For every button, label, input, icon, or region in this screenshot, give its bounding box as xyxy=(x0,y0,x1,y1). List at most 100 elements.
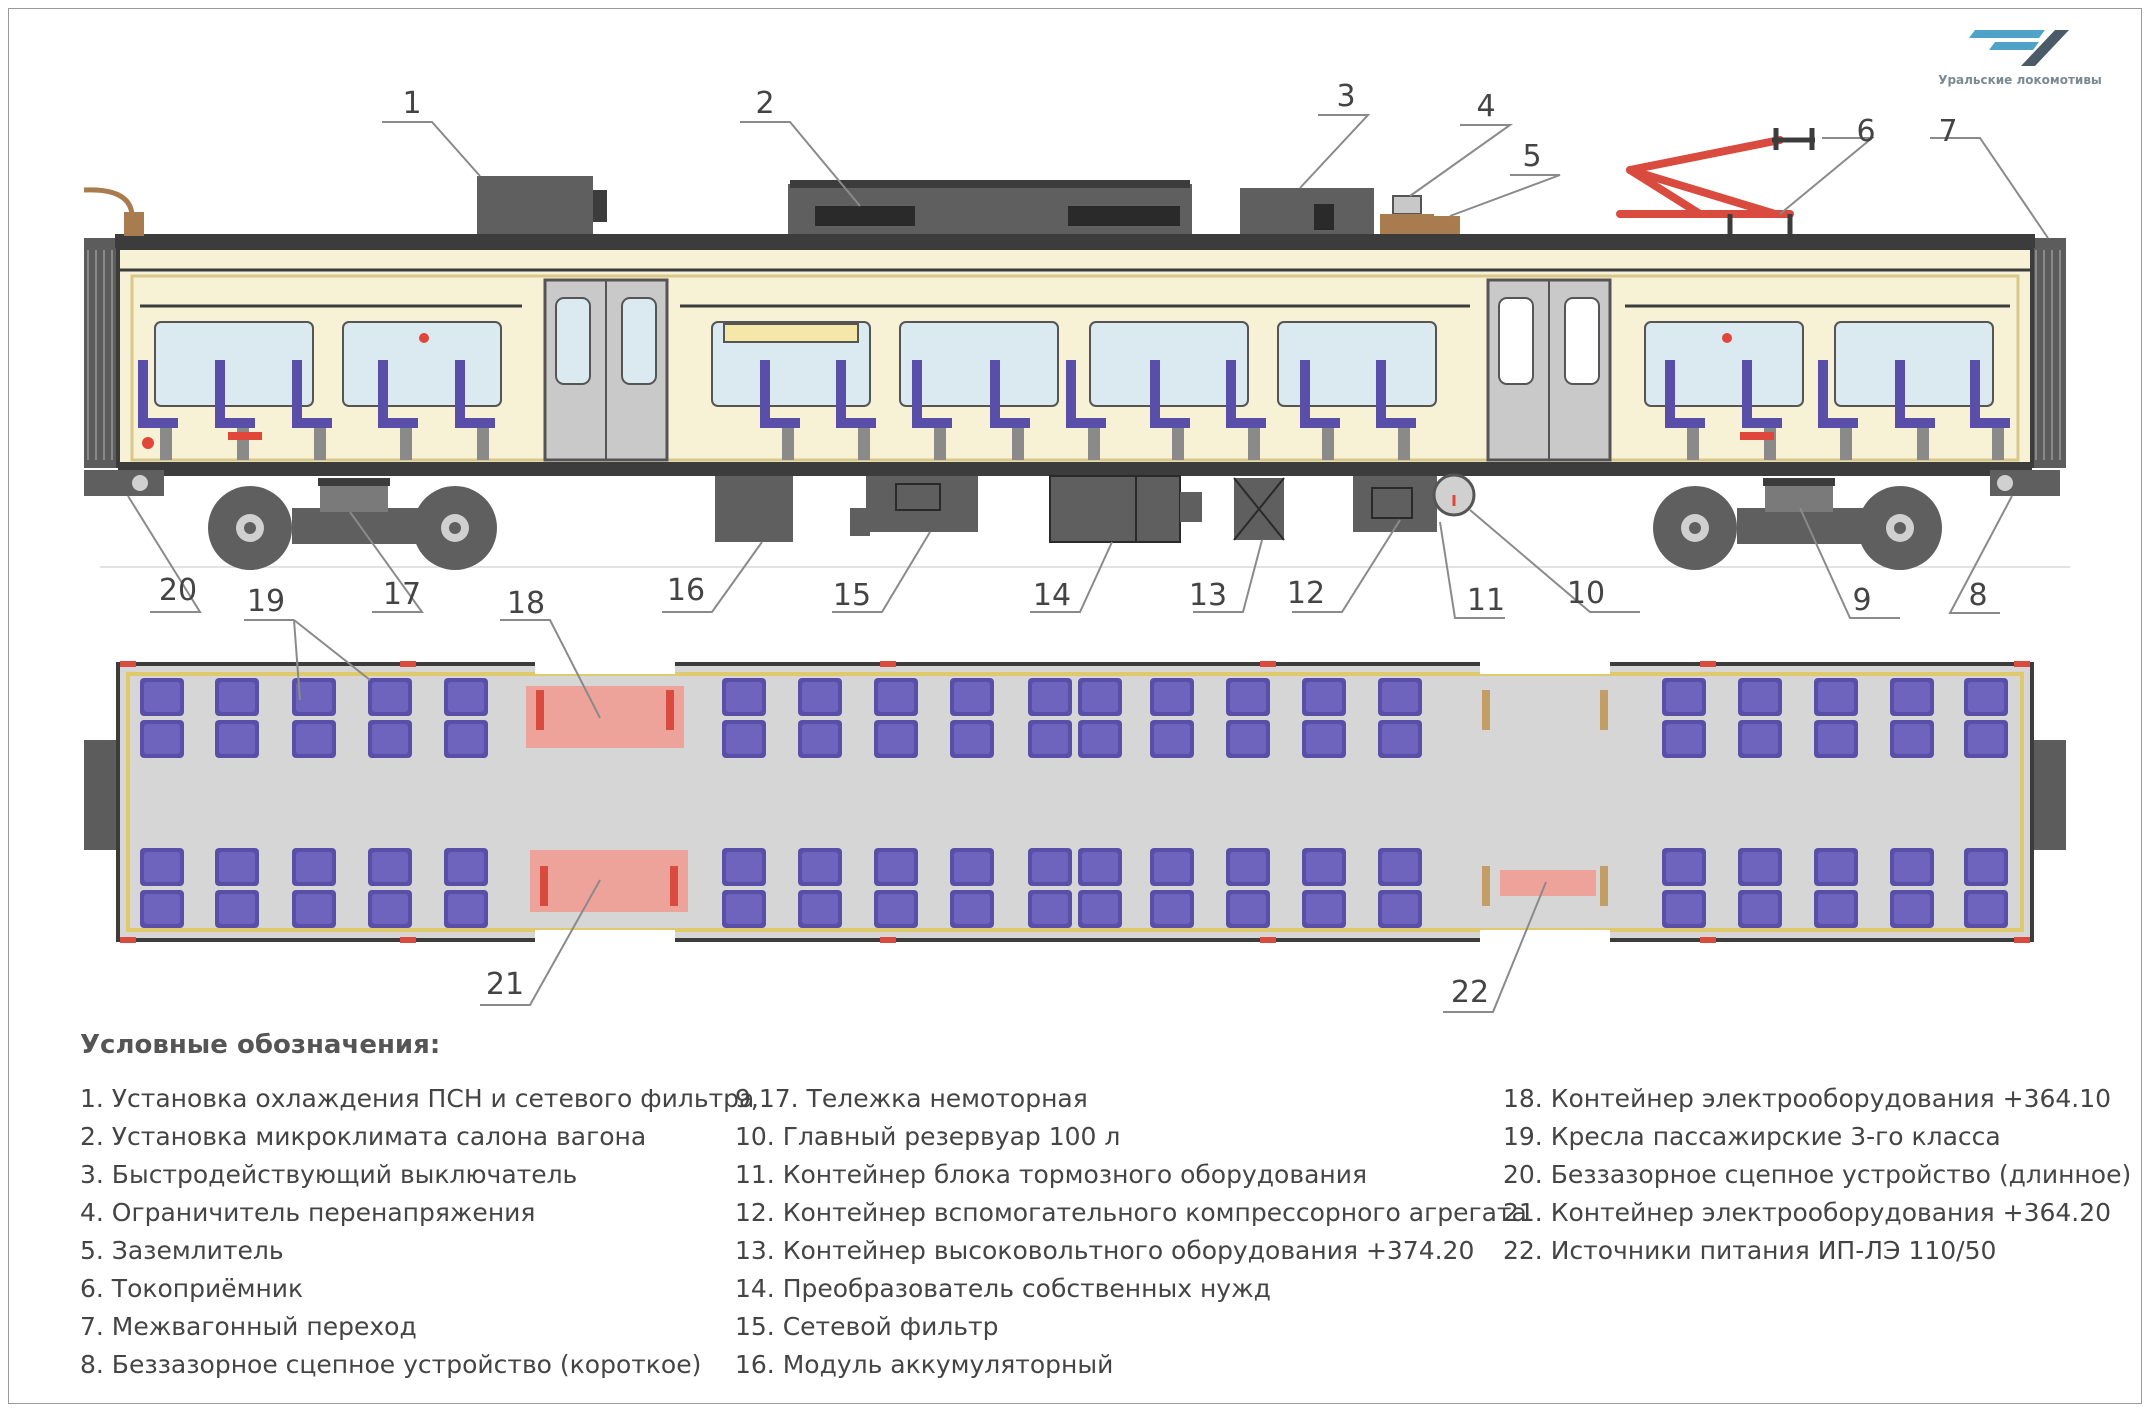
legend-column-1: 1. Установка охлаждения ПСН и сетевого ф… xyxy=(80,1080,754,1384)
seat-cushion xyxy=(1032,724,1068,754)
seat-cushion xyxy=(878,682,914,712)
legend-item: 16. Модуль аккумуляторный xyxy=(735,1350,1114,1379)
seat-cushion xyxy=(372,724,408,754)
seat-cushion xyxy=(448,724,484,754)
page-frame xyxy=(8,8,2142,1404)
destination-display xyxy=(723,323,859,343)
seat-cushion xyxy=(1382,724,1418,754)
seat-cushion xyxy=(802,724,838,754)
seat-cushion xyxy=(1154,682,1190,712)
callout-6: 6 xyxy=(1856,114,1875,149)
seat-cushion xyxy=(1666,724,1702,754)
seat-cushion xyxy=(1382,682,1418,712)
seat-cushion xyxy=(1968,724,2004,754)
seat-cushion xyxy=(448,894,484,924)
gangway-left xyxy=(84,238,120,468)
seat-cushion xyxy=(1154,852,1190,882)
seat-cushion xyxy=(1742,894,1778,924)
container-364-20 xyxy=(530,850,688,912)
legend-item: 18. Контейнер электрооборудования +364.1… xyxy=(1503,1084,2112,1113)
seat-cushion xyxy=(878,852,914,882)
seat-cushion xyxy=(802,894,838,924)
seat-cushion xyxy=(448,852,484,882)
seat-cushion xyxy=(1082,852,1118,882)
battery-module xyxy=(715,476,793,542)
callout-4: 4 xyxy=(1476,89,1495,124)
seat-cushion xyxy=(1742,682,1778,712)
seat-cushion xyxy=(802,682,838,712)
grounding-switch xyxy=(1430,216,1460,234)
legend-item: 3. Быстродействующий выключатель xyxy=(80,1160,578,1189)
seat-cushion xyxy=(1968,682,2004,712)
seat-cushion xyxy=(1154,894,1190,924)
seat-cushion xyxy=(144,894,180,924)
callout-11: 11 xyxy=(1467,583,1505,618)
circuit-breaker xyxy=(1240,188,1374,234)
seat-cushion xyxy=(1666,682,1702,712)
seat-cushion xyxy=(726,852,762,882)
legend-item: 12. Контейнер вспомогательного компрессо… xyxy=(735,1198,1527,1227)
seat-cushion xyxy=(219,682,255,712)
callout-14: 14 xyxy=(1033,578,1071,613)
legend-item: 10. Главный резервуар 100 л xyxy=(735,1122,1121,1151)
callout-22: 22 xyxy=(1451,975,1489,1010)
seat-cushion xyxy=(1818,852,1854,882)
callout-18: 18 xyxy=(507,586,545,621)
seat-cushion xyxy=(1666,852,1702,882)
seat-cushion xyxy=(144,852,180,882)
seat-cushion xyxy=(1666,894,1702,924)
seat-cushion xyxy=(1306,852,1342,882)
seat-cushion xyxy=(1894,682,1930,712)
seat-cushion xyxy=(1032,894,1068,924)
seat-cushion xyxy=(1742,852,1778,882)
gangway-plan-left xyxy=(84,740,120,850)
callout-labels: 1 2 3 4 5 6 7 8 9 10 11 12 13 14 15 16 1… xyxy=(159,79,1988,1010)
callout-12: 12 xyxy=(1287,576,1325,611)
seat-cushion xyxy=(954,852,990,882)
plan-view xyxy=(84,660,2066,944)
seat-cushion xyxy=(1230,682,1266,712)
callout-leaders xyxy=(127,114,2049,1013)
seat-cushion xyxy=(372,852,408,882)
surge-arrester xyxy=(1392,195,1422,215)
seat-cushion xyxy=(1230,724,1266,754)
roof-equipment xyxy=(83,128,1815,236)
underframe xyxy=(118,462,2032,476)
legend-item: 2. Установка микроклимата салона вагона xyxy=(80,1122,647,1151)
legend-item: 6. Токоприёмник xyxy=(80,1274,304,1303)
legend-item: 7. Межвагонный переход xyxy=(80,1312,417,1341)
callout-16: 16 xyxy=(667,573,705,608)
seat-cushion xyxy=(1082,894,1118,924)
seat-cushion xyxy=(802,852,838,882)
coupler-long xyxy=(84,470,164,496)
seat-cushion xyxy=(296,894,332,924)
legend-title: Условные обозначения: xyxy=(80,1030,441,1060)
power-supply xyxy=(1500,870,1596,896)
legend-item: 4. Ограничитель перенапряжения xyxy=(80,1198,536,1227)
seat-cushion xyxy=(219,852,255,882)
floor xyxy=(116,662,2034,942)
side-doors xyxy=(543,278,1612,462)
legend-item: 8. Беззазорное сцепное устройство (корот… xyxy=(80,1350,702,1379)
callout-21: 21 xyxy=(486,967,524,1002)
callout-3: 3 xyxy=(1336,79,1355,114)
cooling-unit xyxy=(477,176,593,234)
legend-item: 1. Установка охлаждения ПСН и сетевого ф… xyxy=(80,1084,755,1113)
roof xyxy=(115,234,2035,248)
bogie-right xyxy=(1653,478,1942,570)
seat-cushion xyxy=(1894,894,1930,924)
legend-item: 9,17. Тележка немоторная xyxy=(735,1084,1088,1113)
seat-cushion xyxy=(144,724,180,754)
callout-9: 9 xyxy=(1852,583,1871,618)
seat-cushion xyxy=(1742,724,1778,754)
seat-cushion xyxy=(1032,852,1068,882)
seat-cushion xyxy=(144,682,180,712)
callout-13: 13 xyxy=(1189,578,1227,613)
legend-item: 21. Контейнер электрооборудования +364.2… xyxy=(1503,1198,2112,1227)
callout-15: 15 xyxy=(833,578,871,613)
brand-logo: Уральские локомотивы xyxy=(1935,26,2105,106)
seat-cushion xyxy=(1306,894,1342,924)
legend-column-3: 18. Контейнер электрооборудования +364.1… xyxy=(1503,1080,2131,1270)
seat-cushion xyxy=(296,724,332,754)
